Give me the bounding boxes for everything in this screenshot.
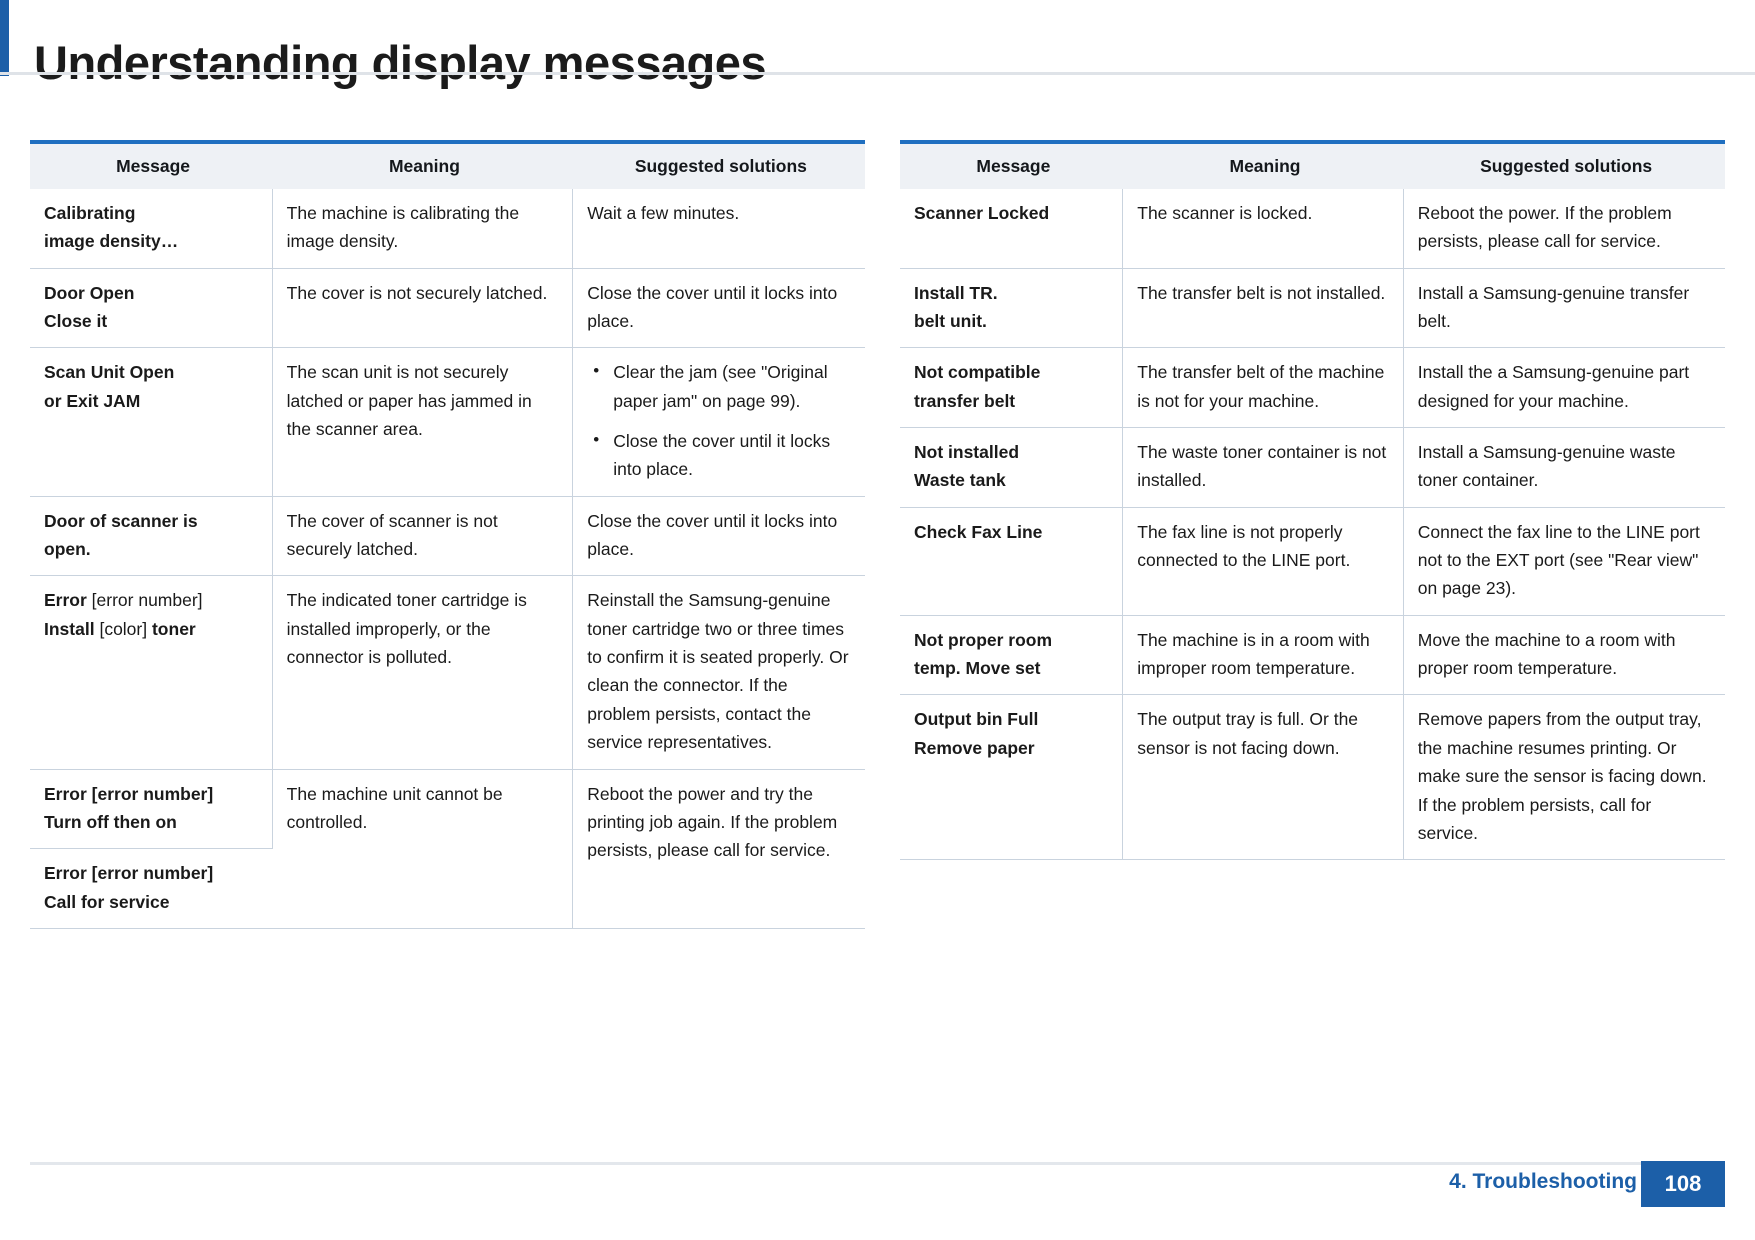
footer-divider <box>30 1162 1725 1165</box>
table-row: Not proper room temp. Move set The machi… <box>900 615 1725 696</box>
table-row: Door Open Close it The cover is not secu… <box>30 268 865 349</box>
table-row: Install TR. belt unit. The transfer belt… <box>900 268 1725 349</box>
cell-solution: Close the cover until it locks into plac… <box>572 496 865 577</box>
display-messages-table-right: Message Meaning Suggested solutions Scan… <box>900 144 1725 861</box>
page-edge-accent-bar <box>0 0 9 76</box>
table-header-row: Message Meaning Suggested solutions <box>900 144 1725 189</box>
column-header-message: Message <box>30 144 273 189</box>
message-line-rich: Error [error number] <box>44 590 203 611</box>
cell-meaning: The indicated toner cartridge is install… <box>272 575 574 770</box>
cell-solution: Close the cover until it locks into plac… <box>572 268 865 349</box>
column-header-solutions: Suggested solutions <box>1403 144 1725 189</box>
right-column: Message Meaning Suggested solutions Scan… <box>900 140 1725 861</box>
cell-solution: Wait a few minutes. <box>572 189 865 269</box>
cell-meaning: The transfer belt is not installed. <box>1122 268 1404 349</box>
cell-message: Not compatible transfer belt <box>900 347 1124 429</box>
display-messages-table-left: Message Meaning Suggested solutions Cali… <box>30 144 865 929</box>
cell-meaning: The machine is in a room with improper r… <box>1122 615 1404 696</box>
column-header-meaning: Meaning <box>1122 144 1404 189</box>
cell-solution: Move the machine to a room with proper r… <box>1403 615 1725 696</box>
footer-page-number: 108 <box>1641 1161 1725 1207</box>
table-top-accent-right <box>900 140 1725 144</box>
cell-solution: Install the a Samsung-genuine part desig… <box>1403 347 1725 429</box>
cell-message: Scan Unit Open or Exit JAM <box>30 347 273 497</box>
cell-meaning: The fax line is not properly connected t… <box>1122 507 1404 616</box>
cell-solution: Reboot the power. If the problem persist… <box>1403 189 1725 269</box>
cell-solution: Connect the fax line to the LINE port no… <box>1403 507 1725 616</box>
page-title: Understanding display messages <box>34 36 767 90</box>
cell-meaning: The machine is calibrating the image den… <box>272 189 574 269</box>
column-header-message: Message <box>900 144 1123 189</box>
table-row: Error [error number] Turn off then on Th… <box>30 769 865 929</box>
cell-meaning: The transfer belt of the machine is not … <box>1122 347 1404 429</box>
cell-message: Error [error number] Call for service <box>30 848 273 929</box>
table-row: Door of scanner is open. The cover of sc… <box>30 496 865 577</box>
cell-message: Not installed Waste tank <box>900 427 1124 508</box>
table-row: Error [error number] Install [color] ton… <box>30 575 865 770</box>
cell-solution: Reinstall the Samsung-genuine toner cart… <box>572 575 865 770</box>
left-column: Message Meaning Suggested solutions Cali… <box>30 140 865 929</box>
cell-message: Scanner Locked <box>900 189 1124 269</box>
table-row: Scanner Locked The scanner is locked. Re… <box>900 189 1725 269</box>
solution-bullet-list: Clear the jam (see "Original paper jam" … <box>587 357 851 484</box>
cell-meaning: The output tray is full. Or the sensor i… <box>1122 694 1404 861</box>
table-row: Output bin Full Remove paper The output … <box>900 694 1725 861</box>
table-row: Not compatible transfer belt The transfe… <box>900 347 1725 429</box>
column-header-meaning: Meaning <box>272 144 573 189</box>
cell-solution: Clear the jam (see "Original paper jam" … <box>572 347 865 497</box>
cell-message: Output bin Full Remove paper <box>900 694 1124 861</box>
table-top-accent-left <box>30 140 865 144</box>
table-row: Not installed Waste tank The waste toner… <box>900 427 1725 508</box>
cell-message: Not proper room temp. Move set <box>900 615 1124 696</box>
cell-message: Error [error number] Turn off then on <box>30 769 273 850</box>
table-header-row: Message Meaning Suggested solutions <box>30 144 865 189</box>
cell-solution: Reboot the power and try the printing jo… <box>572 769 865 929</box>
cell-message: Error [error number] Install [color] ton… <box>30 575 273 770</box>
cell-solution: Install a Samsung-genuine transfer belt. <box>1403 268 1725 349</box>
table-row: Calibrating image density… The machine i… <box>30 189 865 269</box>
page-footer: 4. Troubleshooting 108 <box>0 1161 1755 1207</box>
cell-message: Door of scanner is open. <box>30 496 273 577</box>
column-header-solutions: Suggested solutions <box>572 144 865 189</box>
title-divider <box>0 72 1755 75</box>
cell-meaning: The waste toner container is not install… <box>1122 427 1404 508</box>
message-line-rich: Install [color] toner <box>44 618 196 639</box>
table-row: Scan Unit Open or Exit JAM The scan unit… <box>30 347 865 497</box>
cell-solution: Remove papers from the output tray, the … <box>1403 694 1725 861</box>
cell-meaning: The cover is not securely latched. <box>272 268 574 349</box>
cell-meaning: The cover of scanner is not securely lat… <box>272 496 574 577</box>
list-item: Close the cover until it locks into plac… <box>587 426 851 484</box>
table-row: Error [error number] Call for service <box>30 848 865 929</box>
cell-message: Install TR. belt unit. <box>900 268 1124 349</box>
cell-message: Check Fax Line <box>900 507 1124 616</box>
cell-message: Calibrating image density… <box>30 189 273 269</box>
cell-solution: Install a Samsung-genuine waste toner co… <box>1403 427 1725 508</box>
footer-section-label: 4. Troubleshooting <box>1449 1170 1637 1193</box>
cell-meaning: The scanner is locked. <box>1122 189 1404 269</box>
cell-meaning: The machine unit cannot be controlled. <box>272 769 574 929</box>
cell-meaning: The scan unit is not securely latched or… <box>272 347 574 497</box>
list-item: Clear the jam (see "Original paper jam" … <box>587 357 851 415</box>
cell-message: Door Open Close it <box>30 268 273 349</box>
table-row: Check Fax Line The fax line is not prope… <box>900 507 1725 616</box>
